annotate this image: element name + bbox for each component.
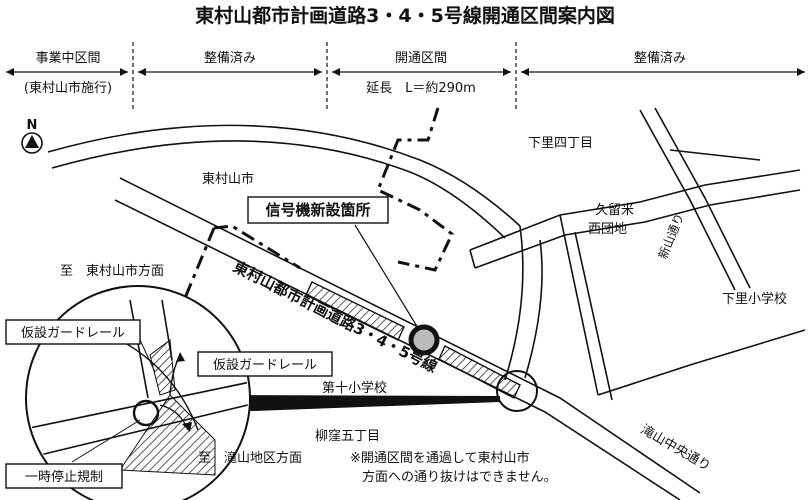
stop-box [5,463,123,489]
label-higashimurayama: 東村山市 [202,171,254,187]
label-to-takiyama: 至 滝山地区方面 [198,450,302,466]
signal-marker-icon [408,324,440,356]
label-to-higashimurayama: 至 東村山市方面 [60,263,164,279]
label-shimosato-school: 下里小学校 [722,291,787,307]
guardrail-right-text: 仮設ガードレール [213,357,317,373]
section-label-construction: 事業中区間 [35,50,100,66]
signal-callout-line [354,224,419,329]
zoom-wedge [214,395,500,412]
north-label: N [27,118,38,133]
section-sub-open: 延長 L＝約290m [366,81,476,96]
stop-text: 一時停止規制 [25,469,103,485]
section-label-done-1: 整備済み [204,50,256,66]
guardrail-left-text: 仮設ガードレール [21,325,125,341]
signal-callout-box [247,196,389,224]
road-network [47,107,806,500]
note-line-2: 方面への通り抜けはできません。 [362,469,557,485]
city-boundary [183,107,454,299]
open-section-bar [305,281,521,399]
signal-callout-text: 信号機新設箇所 [265,201,370,219]
section-label-done-2: 整備済み [634,50,686,66]
north-arrow-icon [21,132,43,154]
intersection-circle [496,370,538,412]
label-dai10-school: 第十小学校 [322,380,387,396]
guardrail-right-box [197,351,333,377]
label-takiyama-road: 滝山中央通り [638,422,713,474]
label-yanagikubo: 柳窪五丁目 [315,428,380,444]
guardrail-left-box [5,319,141,345]
label-kurume-2: 西団地 [588,222,627,237]
section-label-open: 開通区間 [395,51,447,66]
label-kurume-1: 久留米 [595,203,634,218]
map-title: 東村山都市計画道路3・4・5号線開通区間案内図 [195,4,615,27]
section-header [6,42,805,112]
section-sub-construction: (東村山市施行) [24,80,112,96]
label-shimosato4: 下里四丁目 [528,136,593,151]
note-line-1: ※開通区間を通過して東村山市 [350,450,530,466]
